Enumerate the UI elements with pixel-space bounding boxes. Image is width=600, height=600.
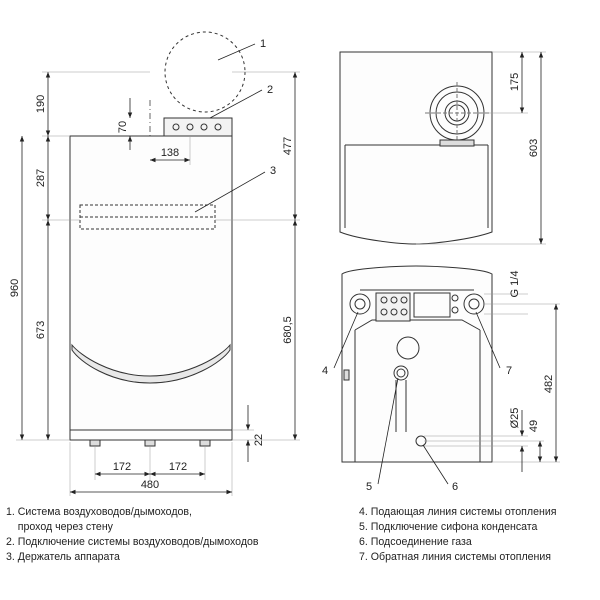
dim-603: 603 [528,139,540,157]
callout-2: 2 [267,84,273,96]
legend-item-4: 4. Подающая линия системы отопления [359,506,557,518]
technical-drawing: 190 70 138 287 960 673 477 680,5 22 172 … [9,31,560,496]
flow-connection [349,293,371,315]
legend-item-3: 3. Держатель аппарата [6,551,120,563]
dim-172-right: 172 [169,461,187,473]
flue-adapter [163,117,233,137]
callout-3: 3 [270,165,276,177]
legend-item-1-cont: проход через стену [6,521,113,533]
dim-960: 960 [9,279,21,297]
control-panel [71,343,231,384]
boiler-body [69,135,233,441]
legend-right: 4. Подающая линия системы отопления 5. П… [359,505,556,565]
dim-190: 190 [35,95,47,113]
dim-diameter-25: Ø25 [509,408,521,429]
condensate-connection [393,365,409,381]
dim-22: 22 [253,434,265,446]
callout-4: 4 [322,365,328,377]
legend-item-5: 5. Подключение сифона конденсата [359,521,538,533]
legend-item-7: 7. Обратная линия системы отопления [359,551,552,563]
callout-6: 6 [452,481,458,493]
legend-item-2: 2. Подключение системы воздуховодов/дымо… [6,536,259,548]
callout-5: 5 [366,481,372,493]
dim-49: 49 [528,420,540,432]
dim-172-left: 172 [113,461,131,473]
dim-680-5: 680,5 [282,316,294,344]
dim-477: 477 [282,137,294,155]
front-view [69,31,246,447]
legend-left: 1. Система воздуховодов/дымоходов, прохо… [6,505,259,565]
dim-g-1-4: G 1/4 [509,271,521,298]
top-view [339,51,493,245]
dim-482: 482 [543,375,555,393]
dim-175: 175 [509,73,521,91]
dim-673: 673 [35,321,47,339]
dim-480: 480 [141,479,159,491]
bottom-view [341,265,493,463]
callout-7: 7 [506,365,512,377]
callout-1: 1 [260,38,266,50]
dim-138: 138 [161,147,179,159]
legend-item-6: 6. Подсоединение газа [359,536,472,548]
dim-70: 70 [117,121,129,133]
legend-item-1: 1. Система воздуховодов/дымоходов, [6,506,192,518]
dim-287: 287 [35,169,47,187]
